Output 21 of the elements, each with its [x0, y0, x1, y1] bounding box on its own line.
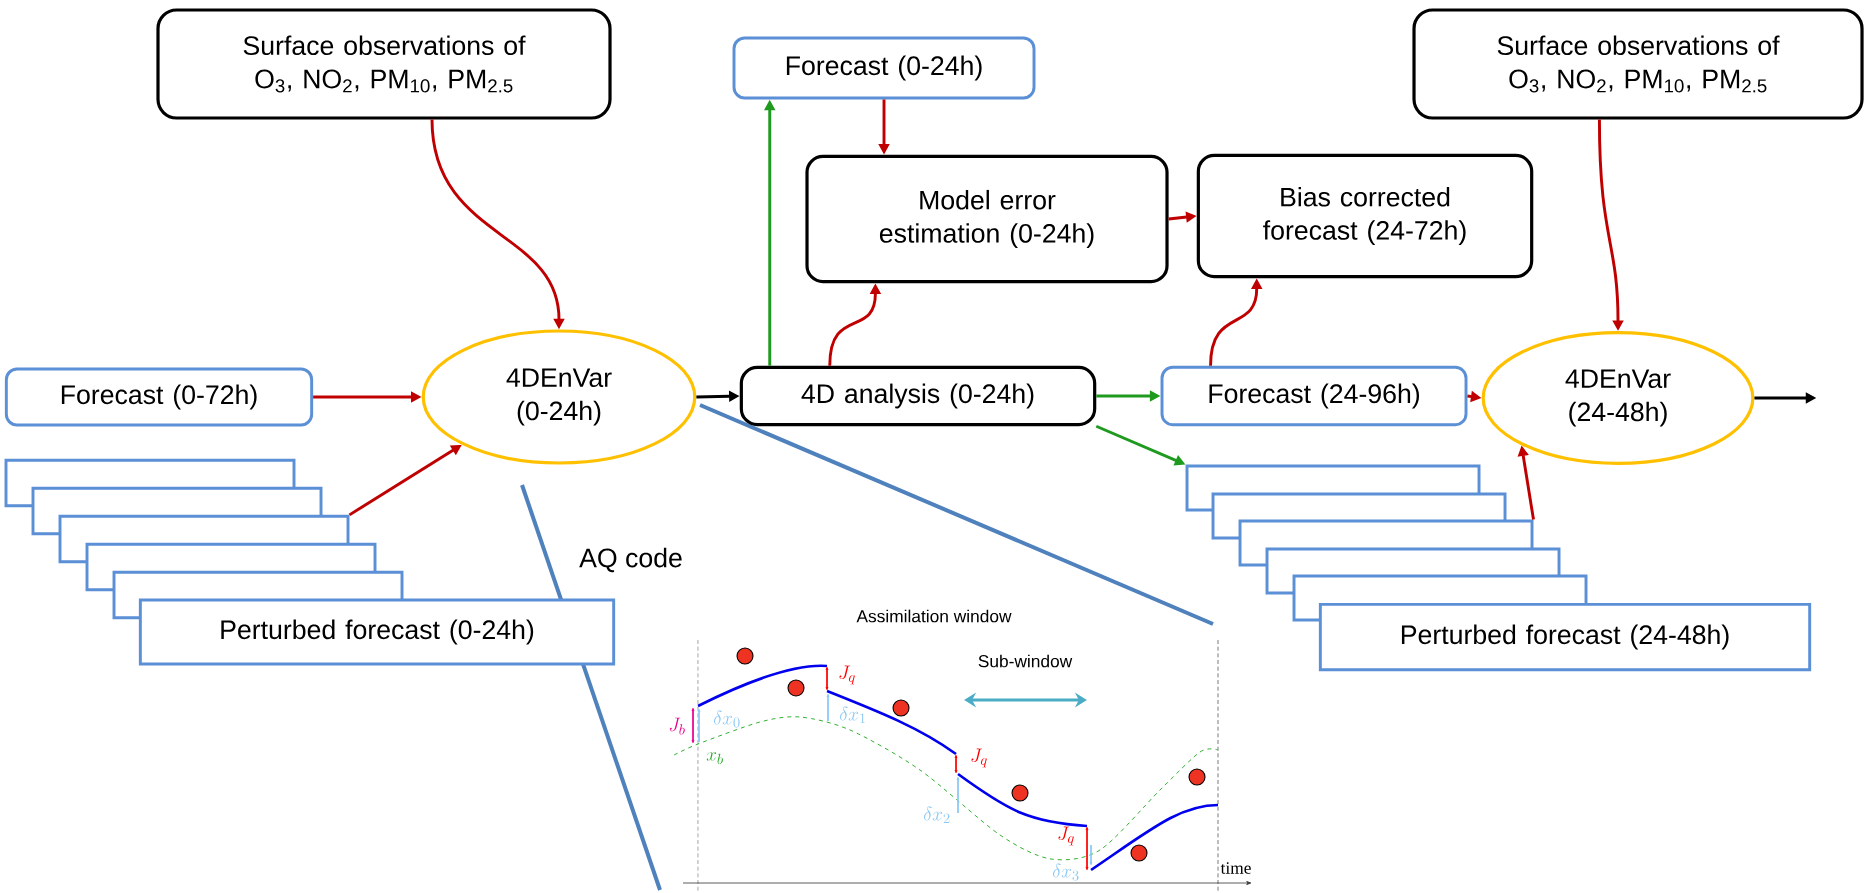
math-label: $J_q$ [1058, 826, 1074, 846]
axis-label: time [1220, 862, 1251, 874]
math-label: $J_b$ [669, 717, 685, 735]
math-label: $\delta x_1$ [839, 706, 865, 724]
math-label: $x_b$ [706, 751, 723, 765]
math-label: $\delta x_0$ [713, 710, 740, 728]
process-box: Model error estimation (0-24h) [805, 154, 1169, 284]
math-label: $\delta x_3$ [1052, 863, 1079, 881]
forecast-box: Forecast (0-24h) [732, 36, 1036, 100]
math-label: $\delta x_2$ [923, 806, 950, 824]
annotation-text: AQ code [579, 547, 682, 573]
forecast-box: Forecast (0-72h) [4, 367, 314, 427]
process-box: 4D analysis (0-24h) [739, 365, 1097, 427]
math-label: $J_q$ [971, 748, 987, 768]
observation-box: Surface observations of O$_{3}$, NO$_{2}$, PM$_{10}$, PM$_{2.5}$ [1412, 8, 1864, 120]
chart-title: Assimilation window [856, 609, 1012, 623]
process-box: Bias corrected forecast (24-72h) [1196, 153, 1534, 279]
observation-box: Surface observations of O$_{3}$, NO$_{2}$, PM$_{10}$, PM$_{2.5}$ [156, 8, 612, 120]
annotation-text: Sub-window [978, 654, 1073, 668]
math-label: $J_q$ [839, 665, 855, 685]
forecast-box: Forecast (24-96h) [1160, 365, 1468, 427]
